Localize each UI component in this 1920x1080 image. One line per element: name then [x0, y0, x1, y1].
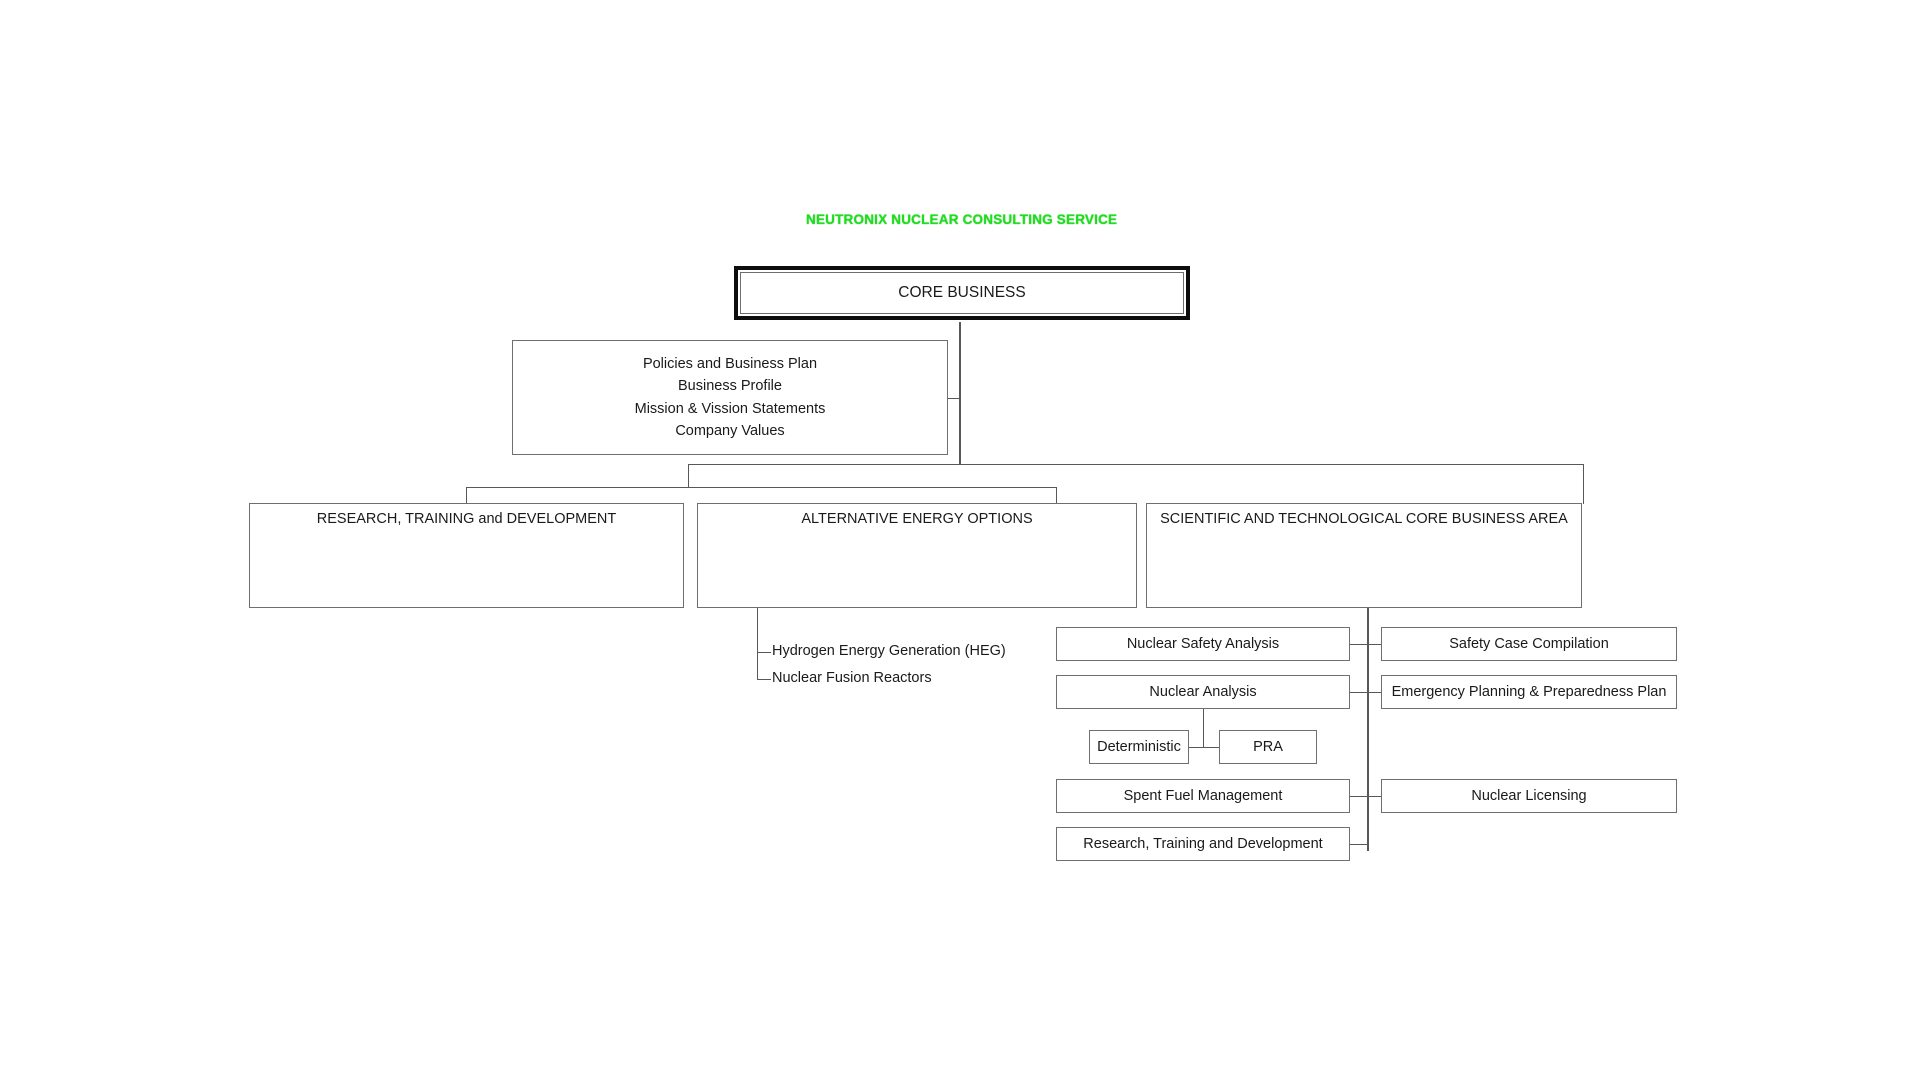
leaf-nuclear-fusion-reactors: Nuclear Fusion Reactors — [772, 670, 932, 686]
node-nuclear-analysis[interactable]: Nuclear Analysis — [1056, 675, 1350, 709]
node-safety-case-compilation-label: Safety Case Compilation — [1449, 636, 1609, 652]
node-pra[interactable]: PRA — [1219, 730, 1317, 764]
node-nuclear-licensing-label: Nuclear Licensing — [1471, 788, 1587, 804]
connector-sci-left-3 — [1350, 796, 1369, 798]
policies-line-2: Business Profile — [678, 378, 782, 395]
connector-level2-bar-inner — [466, 487, 1057, 489]
connector-level2-link — [688, 464, 690, 488]
connector-alt-spine — [757, 608, 759, 680]
node-emergency-planning-preparedness-plan[interactable]: Emergency Planning & Preparedness Plan — [1381, 675, 1677, 709]
node-research-training-development-label: RESEARCH, TRAINING and DEVELOPMENT — [316, 511, 617, 527]
node-deterministic-label: Deterministic — [1097, 739, 1181, 755]
node-core-business-label: CORE BUSINESS — [898, 284, 1026, 301]
node-research-training-development-sub[interactable]: Research, Training and Development — [1056, 827, 1350, 861]
connector-root-trunk — [959, 322, 961, 465]
connector-policies-stub — [947, 398, 961, 400]
node-scientific-technological-label: SCIENTIFIC AND TECHNOLOGICAL CORE BUSINE… — [1160, 511, 1568, 527]
connector-alt-leaf-1 — [757, 652, 771, 654]
connector-scientific-trunk — [1367, 608, 1369, 851]
connector-nuclear-analysis-drop — [1203, 709, 1205, 748]
node-alternative-energy-options-label: ALTERNATIVE ENERGY OPTIONS — [801, 511, 1033, 527]
node-nuclear-safety-analysis-label: Nuclear Safety Analysis — [1126, 636, 1280, 652]
connector-alt-leaf-2 — [757, 679, 771, 681]
leaf-hydrogen-energy-generation: Hydrogen Energy Generation (HEG) — [772, 643, 1006, 659]
node-nuclear-licensing[interactable]: Nuclear Licensing — [1381, 779, 1677, 813]
node-research-training-development[interactable]: RESEARCH, TRAINING and DEVELOPMENT — [249, 503, 684, 608]
connector-sci-right-1 — [1367, 644, 1383, 646]
connector-deterministic-pra-bar — [1188, 747, 1220, 749]
policies-line-3: Mission & Vission Statements — [634, 400, 826, 417]
node-alternative-energy-options[interactable]: ALTERNATIVE ENERGY OPTIONS — [697, 503, 1137, 608]
connector-level2-bar-outer — [688, 464, 1584, 466]
policies-line-4: Company Values — [675, 422, 785, 439]
connector-sci-right-3 — [1367, 796, 1383, 798]
node-pra-label: PRA — [1253, 739, 1283, 755]
policies-line-1: Policies and Business Plan — [642, 356, 818, 373]
node-research-training-development-sub-label: Research, Training and Development — [1083, 836, 1323, 852]
connector-drop-alternative — [1056, 487, 1058, 504]
connector-sci-left-4 — [1350, 844, 1369, 846]
node-spent-fuel-management-label: Spent Fuel Management — [1123, 788, 1283, 804]
node-emergency-planning-preparedness-plan-label: Emergency Planning & Preparedness Plan — [1391, 684, 1667, 700]
node-spent-fuel-management[interactable]: Spent Fuel Management — [1056, 779, 1350, 813]
page-title: NEUTRONIX NUCLEAR CONSULTING SERVICE — [806, 212, 1118, 227]
connector-drop-scientific — [1583, 464, 1585, 504]
node-nuclear-analysis-label: Nuclear Analysis — [1149, 684, 1257, 700]
node-core-business[interactable]: CORE BUSINESS — [734, 266, 1190, 320]
connector-drop-research — [466, 487, 468, 504]
node-safety-case-compilation[interactable]: Safety Case Compilation — [1381, 627, 1677, 661]
node-scientific-technological-core-business-area[interactable]: SCIENTIFIC AND TECHNOLOGICAL CORE BUSINE… — [1146, 503, 1582, 608]
node-policies-business-plan[interactable]: Policies and Business Plan Business Prof… — [512, 340, 948, 455]
node-deterministic[interactable]: Deterministic — [1089, 730, 1189, 764]
connector-sci-left-2 — [1350, 692, 1369, 694]
connector-sci-left-1 — [1350, 644, 1369, 646]
node-nuclear-safety-analysis[interactable]: Nuclear Safety Analysis — [1056, 627, 1350, 661]
connector-sci-right-2 — [1367, 692, 1383, 694]
